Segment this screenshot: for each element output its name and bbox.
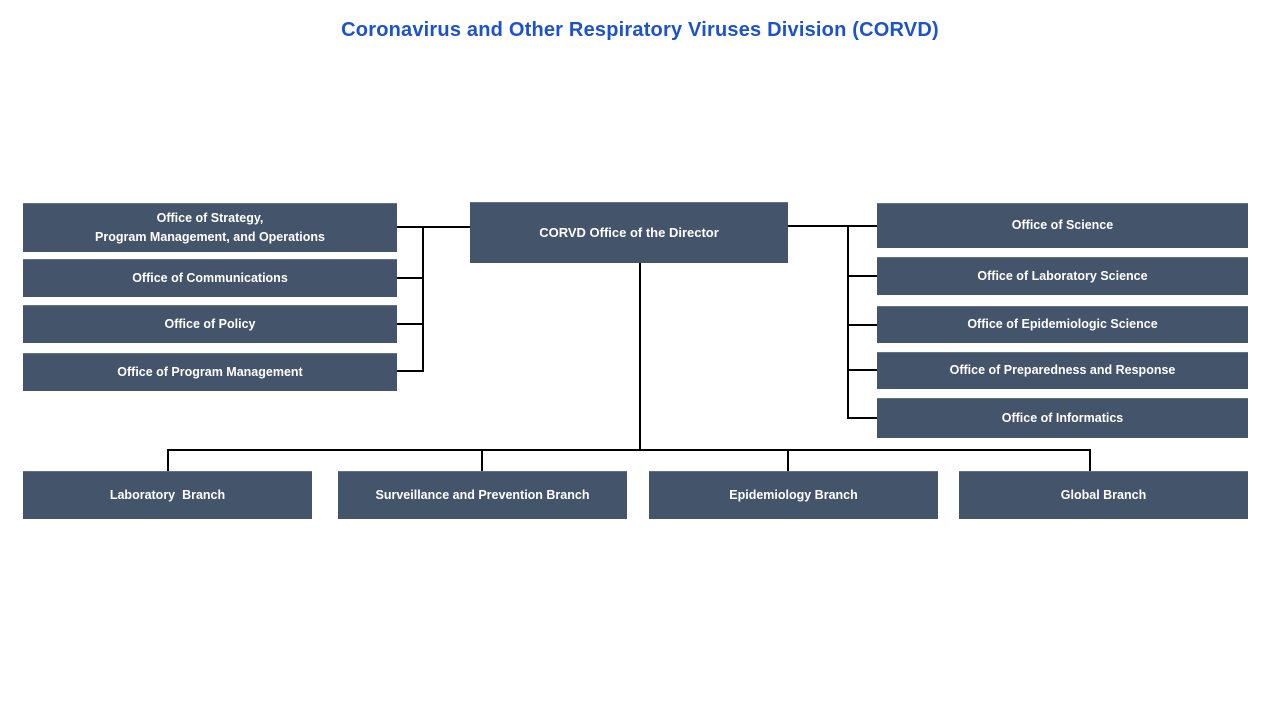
connector-line bbox=[787, 449, 789, 471]
org-box-office-informatics: Office of Informatics bbox=[877, 398, 1248, 438]
org-box-office-epidemiologic-science: Office of Epidemiologic Science bbox=[877, 306, 1248, 343]
page-title: Coronavirus and Other Respiratory Viruse… bbox=[341, 19, 939, 41]
connector-line bbox=[788, 225, 877, 227]
org-box-office-communications: Office of Communications bbox=[23, 259, 397, 297]
connector-line bbox=[847, 369, 877, 371]
org-box-epidemiology-branch: Epidemiology Branch bbox=[649, 471, 938, 519]
org-box-surveillance-prevention-branch: Surveillance and Prevention Branch bbox=[338, 471, 627, 519]
connector-line bbox=[847, 324, 877, 326]
connector-line bbox=[397, 277, 424, 279]
org-box-office-program-management: Office of Program Management bbox=[23, 353, 397, 391]
connector-line bbox=[167, 449, 169, 471]
connector-line bbox=[397, 323, 424, 325]
connector-line bbox=[1089, 449, 1091, 471]
org-box-office-laboratory-science: Office of Laboratory Science bbox=[877, 257, 1248, 295]
org-box-office-science: Office of Science bbox=[877, 203, 1248, 248]
org-box-global-branch: Global Branch bbox=[959, 471, 1248, 519]
org-box-laboratory-branch: Laboratory Branch bbox=[23, 471, 312, 519]
connector-line bbox=[847, 417, 877, 419]
connector-line bbox=[168, 449, 1091, 451]
connector-line bbox=[639, 263, 641, 451]
org-box-office-policy: Office of Policy bbox=[23, 305, 397, 343]
org-box-office-preparedness-response: Office of Preparedness and Response bbox=[877, 352, 1248, 389]
connector-line bbox=[397, 370, 424, 372]
connector-line bbox=[847, 275, 877, 277]
connector-line bbox=[847, 225, 849, 419]
connector-line bbox=[422, 226, 424, 372]
connector-line bbox=[481, 449, 483, 471]
org-box-director: CORVD Office of the Director bbox=[470, 202, 788, 263]
org-box-office-strategy: Office of Strategy, Program Management, … bbox=[23, 203, 397, 252]
connector-line bbox=[397, 226, 470, 228]
